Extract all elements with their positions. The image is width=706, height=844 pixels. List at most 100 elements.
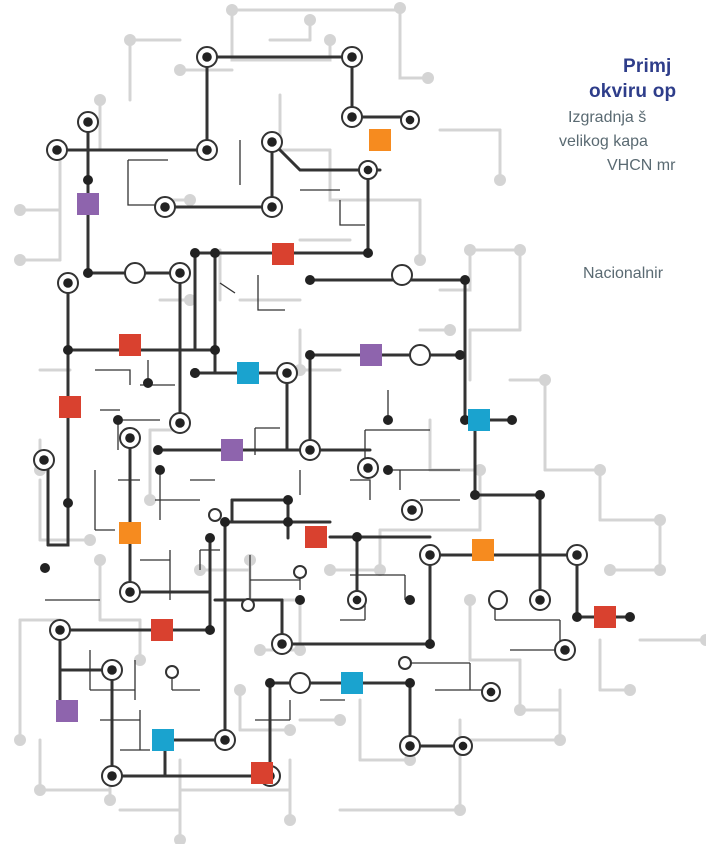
junction-dot (425, 639, 435, 649)
ring-node-core (160, 202, 170, 212)
hollow-node (208, 508, 222, 522)
junction-dot (283, 517, 293, 527)
junction-dot (265, 678, 275, 688)
hollow-node (293, 565, 307, 579)
background-dot (700, 634, 706, 646)
junction-dot (205, 625, 215, 635)
hollow-node (124, 262, 146, 284)
background-line (278, 93, 332, 152)
background-dot (494, 174, 506, 186)
ring-node-core (305, 445, 315, 455)
junction-dot (63, 345, 73, 355)
title-line-1: Primj (623, 56, 672, 77)
background-dot (454, 804, 466, 816)
orange-square-node (119, 522, 141, 544)
background-dot (294, 644, 306, 656)
background-dot (464, 594, 476, 606)
background-dot (14, 204, 26, 216)
ring-node-core (347, 52, 357, 62)
junction-dot (470, 490, 480, 500)
orange-square-node (369, 129, 391, 151)
background-dot (654, 514, 666, 526)
background-dot (654, 564, 666, 576)
junction-dot (295, 595, 305, 605)
thin-line (95, 369, 131, 385)
junction-dot (190, 368, 200, 378)
background-dots (14, 2, 706, 844)
network-line (408, 681, 465, 748)
background-dot (414, 254, 426, 266)
junction-dot (405, 595, 415, 605)
junction-dot (625, 612, 635, 622)
junction-dot (455, 350, 465, 360)
thin-lines (45, 140, 565, 751)
junction-dot (155, 465, 165, 475)
junction-dot (113, 415, 123, 425)
thin-line (127, 160, 165, 206)
junction-dot (40, 563, 50, 573)
purple-square-node (221, 439, 243, 461)
thin-line (257, 275, 285, 311)
background-dot (124, 34, 136, 46)
background-dot (14, 734, 26, 746)
background-dot (444, 324, 456, 336)
ring-node-core (83, 117, 93, 127)
network-line (270, 140, 382, 172)
background-dot (404, 754, 416, 766)
blue-square-node (237, 362, 259, 384)
ring-node-core (175, 268, 185, 278)
purple-square-node (56, 700, 78, 722)
junction-dot (352, 532, 362, 542)
ring-node-core (560, 645, 570, 655)
background-dot (304, 14, 316, 26)
red-square-node (119, 334, 141, 356)
purple-square-node (360, 344, 382, 366)
junction-dot (305, 350, 315, 360)
background-dot (554, 734, 566, 746)
junction-dot (83, 175, 93, 185)
ring-node-core (405, 741, 415, 751)
background-line (438, 248, 472, 292)
background-dot (324, 564, 336, 576)
ring-node-core (175, 418, 185, 428)
ring-node-core (425, 550, 435, 560)
background-dot (324, 34, 336, 46)
junction-dot (190, 248, 200, 258)
subtitle-line-2: velikog kapa (559, 133, 648, 150)
ring-node-core (107, 771, 117, 781)
junction-dot (220, 517, 230, 527)
ring-node-core (55, 625, 65, 635)
ring-node-core (125, 433, 135, 443)
blue-square-node (152, 729, 174, 751)
background-dot (394, 2, 406, 14)
junction-dot (210, 248, 220, 258)
blue-square-node (468, 409, 490, 431)
background-dot (284, 724, 296, 736)
background-dot (184, 294, 196, 306)
background-dot (604, 564, 616, 576)
junction-dot (460, 415, 470, 425)
hollow-node (398, 656, 412, 670)
junction-dot (572, 612, 582, 622)
subtitle-line-1: Izgradnja š (568, 109, 647, 126)
ring-node-core (352, 595, 362, 605)
background-line (398, 6, 430, 80)
footer-line: Nacionalnir (583, 265, 664, 282)
hollow-node (391, 264, 413, 286)
background-dot (134, 654, 146, 666)
red-square-node (305, 526, 327, 548)
background-dot (174, 834, 186, 844)
background-dot (184, 194, 196, 206)
ring-node-core (267, 202, 277, 212)
ring-node-core (405, 115, 415, 125)
background-dot (34, 784, 46, 796)
hollow-node (409, 344, 431, 366)
thin-line (219, 282, 236, 294)
purple-square-node (77, 193, 99, 215)
junction-dots (40, 52, 635, 781)
ring-node-core (572, 550, 582, 560)
subtitle-line-3: VHCN mr (607, 157, 676, 174)
hollow-node (241, 598, 255, 612)
background-dot (624, 684, 636, 696)
junction-dot (405, 678, 415, 688)
